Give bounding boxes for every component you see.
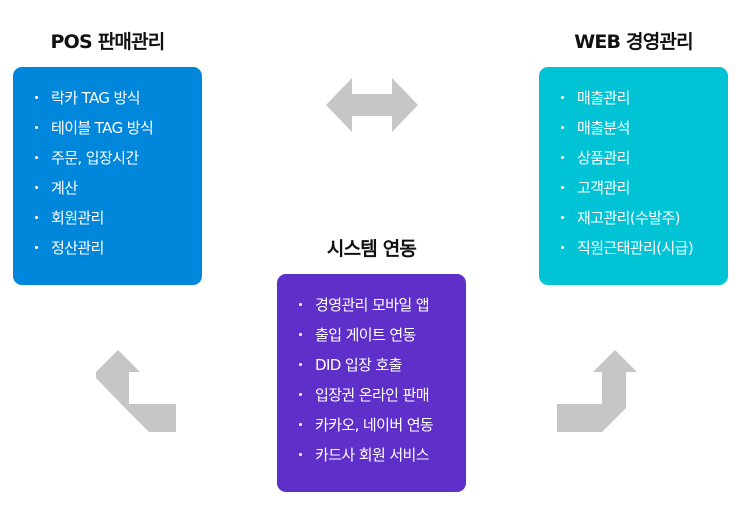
bullet-icon: [35, 216, 38, 219]
feature-label: 계산: [51, 179, 78, 197]
feature-list-item: 고객관리: [561, 177, 728, 207]
feature-label: 직원근태관리(시급): [577, 239, 694, 257]
feature-list-item: 출입 게이트 연동: [299, 324, 466, 354]
feature-label: 매출관리: [577, 89, 630, 107]
feature-list-item: 카카오, 네이버 연동: [299, 414, 466, 444]
bullet-icon: [35, 126, 38, 129]
feature-list-item: 정산관리: [35, 237, 202, 267]
bullet-icon: [299, 453, 302, 456]
feature-list-item: 재고관리(수발주): [561, 207, 728, 237]
bullet-icon: [299, 393, 302, 396]
bullet-icon: [35, 246, 38, 249]
bullet-icon: [35, 96, 38, 99]
feature-label: 카드사 회원 서비스: [315, 446, 430, 464]
double-arrow-icon: [326, 78, 418, 132]
feature-label: 상품관리: [577, 149, 630, 167]
feature-label: 매출분석: [577, 119, 630, 137]
feature-list-item: 카드사 회원 서비스: [299, 444, 466, 474]
feature-list-item: DID 입장 호출: [299, 354, 466, 384]
feature-label: 정산관리: [51, 239, 104, 257]
bullet-icon: [561, 126, 564, 129]
feature-label: 경영관리 모바일 앱: [315, 296, 430, 314]
bullet-icon: [299, 303, 302, 306]
bullet-icon: [299, 333, 302, 336]
feature-list-item: 매출분석: [561, 117, 728, 147]
feature-label: 회원관리: [51, 209, 104, 227]
feature-list-item: 락카 TAG 방식: [35, 87, 202, 117]
feature-label: 입장권 온라인 판매: [315, 386, 430, 404]
bent-arrow-left-shape: [96, 350, 176, 432]
feature-list-item: 테이블 TAG 방식: [35, 117, 202, 147]
feature-list-item: 계산: [35, 177, 202, 207]
feature-label: 출입 게이트 연동: [315, 326, 416, 344]
feature-label: 카카오, 네이버 연동: [315, 416, 434, 434]
feature-list-item: 직원근태관리(시급): [561, 237, 728, 267]
feature-list-item: 경영관리 모바일 앱: [299, 294, 466, 324]
bullet-icon: [35, 156, 38, 159]
bullet-icon: [561, 96, 564, 99]
bent-arrow-right-shape: [557, 350, 637, 432]
bent-arrow-up-left-icon: [96, 350, 176, 432]
double-arrow-shape: [326, 78, 418, 132]
pos-section-title: POS 판매관리: [50, 31, 166, 53]
feature-list-item: 주문, 입장시간: [35, 147, 202, 177]
system-section-title: 시스템 연동: [326, 238, 417, 260]
bullet-icon: [561, 156, 564, 159]
feature-list-item: 상품관리: [561, 147, 728, 177]
bullet-icon: [561, 186, 564, 189]
feature-label: 테이블 TAG 방식: [51, 119, 154, 137]
bent-arrow-up-right-icon: [557, 350, 637, 432]
feature-list-item: 회원관리: [35, 207, 202, 237]
web-section-title: WEB 경영관리: [574, 31, 693, 53]
feature-label: 고객관리: [577, 179, 630, 197]
feature-list-item: 입장권 온라인 판매: [299, 384, 466, 414]
bullet-icon: [299, 423, 302, 426]
bullet-icon: [561, 246, 564, 249]
bullet-icon: [561, 216, 564, 219]
feature-list-item: 매출관리: [561, 87, 728, 117]
feature-label: 재고관리(수발주): [577, 209, 681, 227]
feature-label: 락카 TAG 방식: [51, 89, 141, 107]
bullet-icon: [299, 363, 302, 366]
feature-label: DID 입장 호출: [315, 356, 402, 374]
bullet-icon: [35, 186, 38, 189]
feature-label: 주문, 입장시간: [51, 149, 139, 167]
